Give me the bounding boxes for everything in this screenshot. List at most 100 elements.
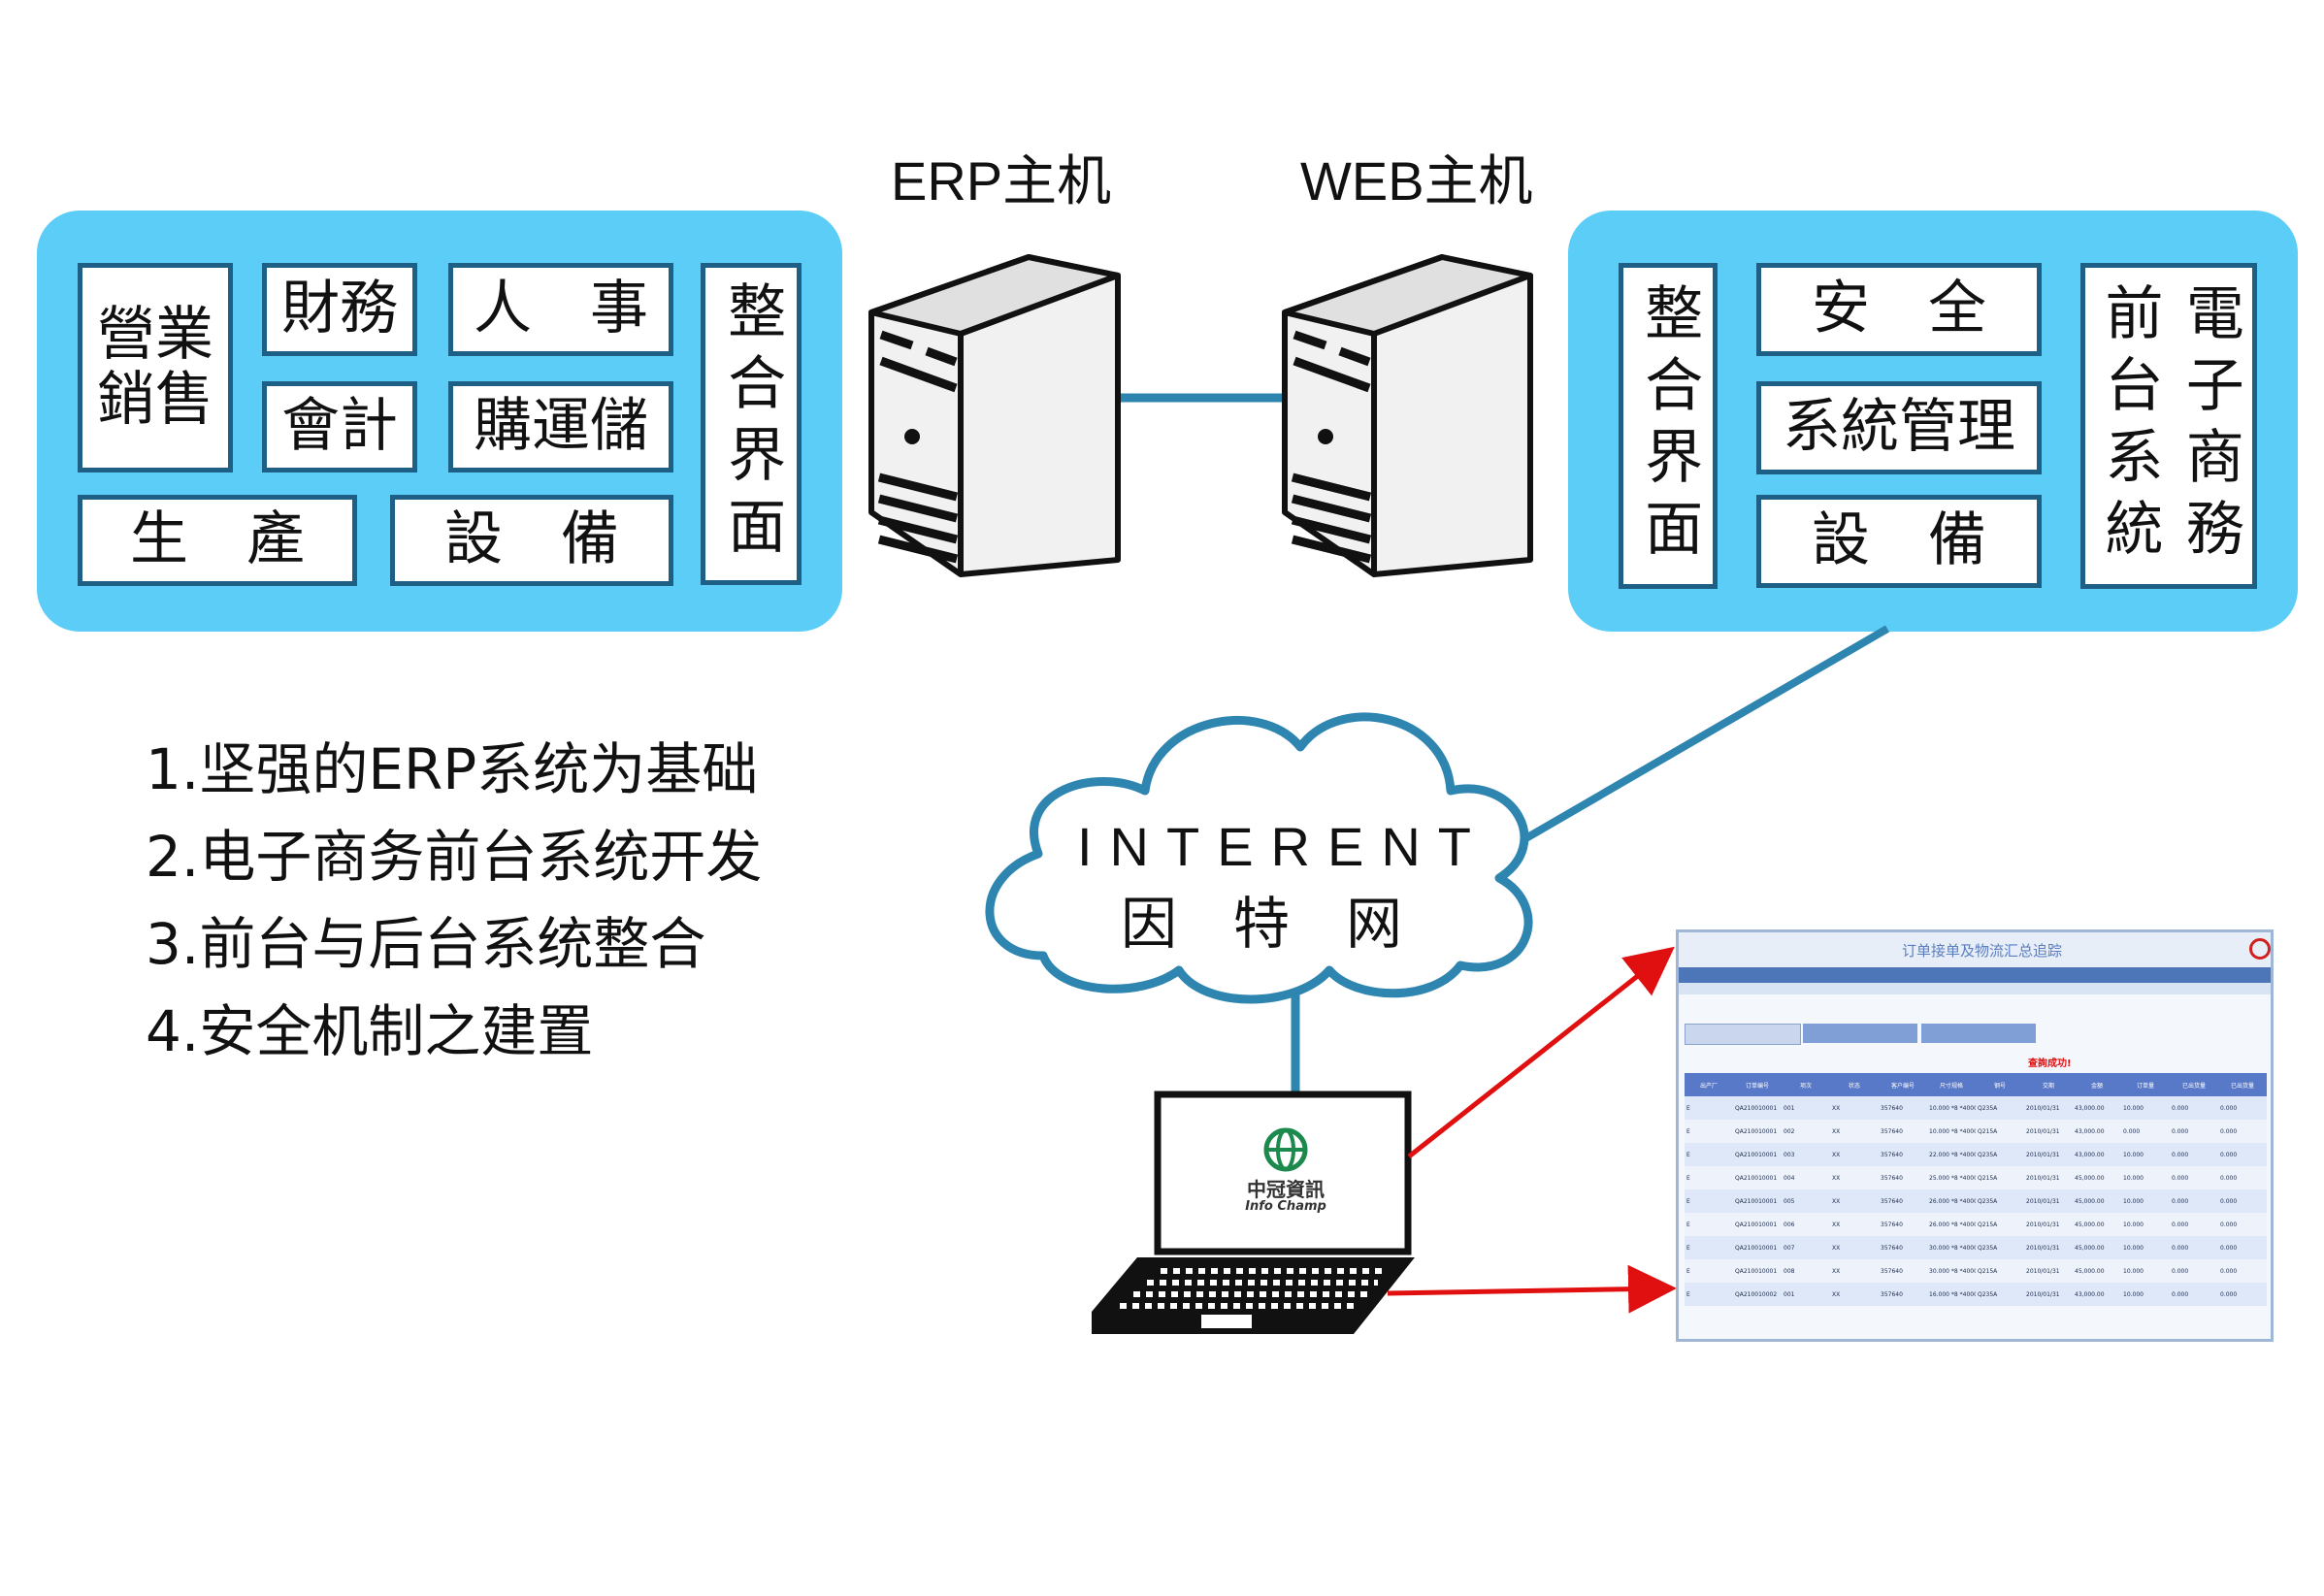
table-cell: Q235A: [1976, 1143, 2024, 1166]
table-cell: 0.000: [2218, 1189, 2267, 1213]
table-cell: E: [1685, 1283, 1733, 1306]
table-cell: 0.000: [2170, 1120, 2218, 1143]
module-accounting: 會計: [262, 381, 417, 472]
goal-item: 2.电子商务前台系统开发: [146, 824, 763, 890]
table-cell: 10.000: [2121, 1236, 2170, 1259]
table-cell: 16.000 *8 *4000 GB/T: [1927, 1283, 1976, 1306]
table-cell: 004: [1782, 1166, 1830, 1189]
goal-item: 4.安全机制之建置: [146, 998, 594, 1064]
table-cell: 0.000: [2218, 1096, 2267, 1120]
table-cell: 357640: [1879, 1213, 1927, 1236]
table-cell: 357640: [1879, 1143, 1927, 1166]
table-cell: 0.000: [2121, 1120, 2170, 1143]
table-cell: 0.000: [2218, 1259, 2267, 1283]
table-cell: 0.000: [2218, 1283, 2267, 1306]
table-header-cell: 已出货量: [2170, 1073, 2218, 1096]
table-cell: XX: [1830, 1283, 1879, 1306]
table-cell: QA210010001: [1733, 1213, 1782, 1236]
table-cell: 45,000.00: [2073, 1259, 2121, 1283]
table-header-cell: 尺寸规格: [1927, 1073, 1976, 1096]
table-cell: 001: [1782, 1283, 1830, 1306]
table-cell: 0.000: [2218, 1166, 2267, 1189]
module-sales: 營業銷售: [78, 263, 233, 472]
table-cell: QA210010001: [1733, 1189, 1782, 1213]
table-cell: XX: [1830, 1236, 1879, 1259]
table-cell: 10.000: [2121, 1213, 2170, 1236]
table-header-cell: 已出货量: [2218, 1073, 2267, 1096]
table-cell: QA210010001: [1733, 1143, 1782, 1166]
table-cell: 007: [1782, 1236, 1830, 1259]
table-cell: 002: [1782, 1120, 1830, 1143]
table-cell: XX: [1830, 1166, 1879, 1189]
arrow-upper: [1407, 946, 1675, 1158]
table-cell: E: [1685, 1120, 1733, 1143]
laptop-icon: [1092, 1091, 1415, 1334]
web-host-label: WEB主机: [1300, 150, 1533, 212]
table-cell: E: [1685, 1189, 1733, 1213]
module-erp-integration: 整合界面: [701, 263, 802, 585]
table-cell: 26.000 *8 *4000 GB/T: [1927, 1213, 1976, 1236]
table-cell: 45,000.00: [2073, 1236, 2121, 1259]
web-server-icon: [1282, 254, 1533, 577]
module-purchase: 購運儲: [448, 381, 673, 472]
goal-item: 1.坚强的ERP系统为基础: [146, 736, 759, 802]
table-cell: 008: [1782, 1259, 1830, 1283]
table-cell: 0.000: [2170, 1283, 2218, 1306]
table-cell: 0.000: [2218, 1236, 2267, 1259]
table-header-cell: 金額: [2073, 1073, 2121, 1096]
table-cell: Q215A: [1976, 1120, 2024, 1143]
table-cell: QA210010001: [1733, 1259, 1782, 1283]
table-cell: 0.000: [2170, 1213, 2218, 1236]
table-cell: 0.000: [2170, 1189, 2218, 1213]
screenshot-title: 订单接单及物流汇总追踪: [1902, 942, 2063, 960]
table-cell: 10.000: [2121, 1259, 2170, 1283]
module-web-integration: 整合界面: [1619, 263, 1718, 589]
table-cell: QA210010002: [1733, 1283, 1782, 1306]
table-cell: E: [1685, 1096, 1733, 1120]
table-cell: Q235A: [1976, 1283, 2024, 1306]
module-ecommerce-frontend: 電子商務 前台系統: [2080, 263, 2257, 589]
table-cell: 357640: [1879, 1096, 1927, 1120]
arrow-lower: [1387, 1264, 1677, 1314]
table-cell: 43,000.00: [2073, 1120, 2121, 1143]
table-cell: 10.000: [2121, 1189, 2170, 1213]
internet-label-cn: 因 特 网: [1120, 891, 1402, 957]
table-cell: 0.000: [2170, 1236, 2218, 1259]
module-erp-equipment: 設 備: [390, 495, 673, 586]
table-cell: 43,000.00: [2073, 1096, 2121, 1120]
table-header-cell: 客户编号: [1879, 1073, 1927, 1096]
table-cell: 10.000: [2121, 1096, 2170, 1120]
screenshot-tab: [1685, 1024, 1801, 1045]
table-cell: 2010/01/31: [2024, 1283, 2073, 1306]
internet-label: INTERENT: [1077, 816, 1489, 877]
table-header-cell: 出产厂: [1685, 1073, 1733, 1096]
table-cell: 0.000: [2170, 1166, 2218, 1189]
module-system-management: 系統管理: [1756, 381, 2042, 474]
table-cell: XX: [1830, 1259, 1879, 1283]
laptop-brand-cn: 中冠資訊: [1247, 1178, 1325, 1201]
table-header-cell: 状态: [1830, 1073, 1879, 1096]
table-cell: Q215A: [1976, 1213, 2024, 1236]
table-cell: 0.000: [2170, 1259, 2218, 1283]
table-cell: 357640: [1879, 1189, 1927, 1213]
table-cell: XX: [1830, 1096, 1879, 1120]
screenshot-nav: [1679, 967, 2271, 983]
table-header-cell: 订单量: [2121, 1073, 2170, 1096]
goal-item: 3.前台与后台系统整合: [146, 911, 706, 977]
table-cell: 30.000 *8 *4000 GB/T: [1927, 1259, 1976, 1283]
table-cell: QA210010001: [1733, 1120, 1782, 1143]
screenshot-status: 查詢成功!: [2028, 1059, 2072, 1069]
table-cell: XX: [1830, 1189, 1879, 1213]
laptop-brand-en: Info Champ: [1245, 1199, 1326, 1214]
table-cell: E: [1685, 1236, 1733, 1259]
erp-host-label: ERP主机: [891, 150, 1112, 212]
module-production: 生 產: [78, 495, 357, 586]
module-web-equipment: 設 備: [1756, 495, 2042, 588]
table-cell: XX: [1830, 1143, 1879, 1166]
table-cell: 357640: [1879, 1259, 1927, 1283]
order-tracking-screenshot: 订单接单及物流汇总追踪 查詢成功! 出产厂订单编号项次状态客户编号尺寸规格钢号交…: [1676, 929, 2274, 1342]
table-cell: 2010/01/31: [2024, 1236, 2073, 1259]
